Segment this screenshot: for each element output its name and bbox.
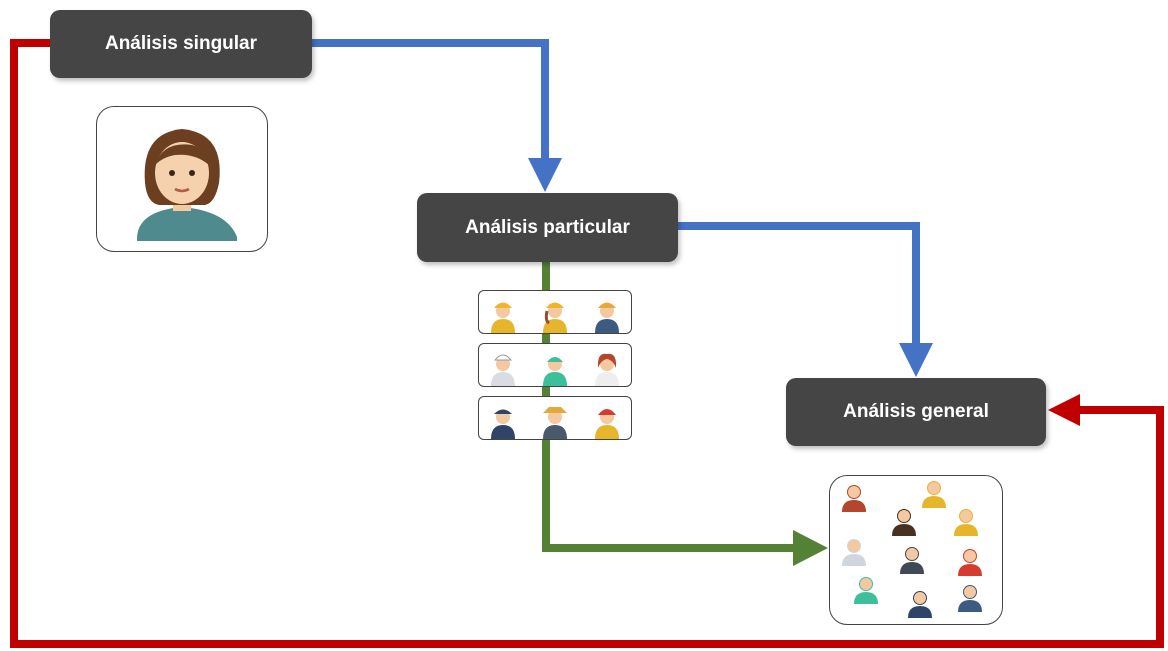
node-label-particular: Análisis particular <box>465 216 630 238</box>
firefighter-icon <box>595 409 619 439</box>
single-person-card <box>96 106 268 252</box>
profession-row-1-icons <box>491 302 619 333</box>
farmer-icon <box>543 407 567 439</box>
police-officer-icon <box>491 409 515 439</box>
worker-helmet-icon <box>491 302 515 333</box>
group-people-card <box>829 475 1003 625</box>
profession-row-2-icons <box>491 353 619 386</box>
woman-avatar-icon <box>137 129 237 241</box>
blue-arrow-particular-to-general <box>678 222 920 345</box>
surgeon-icon <box>543 357 567 386</box>
profession-strip-2 <box>478 343 632 387</box>
node-label-singular: Análisis singular <box>104 33 258 54</box>
woman-doctor-icon <box>595 353 619 386</box>
node-label-general: Análisis general <box>843 401 989 422</box>
chef-icon <box>491 354 515 386</box>
node-analisis-general: Análisis general <box>786 378 1046 446</box>
red-arrowhead <box>1048 394 1080 426</box>
green-arrowhead <box>793 530 828 566</box>
businessman-icon <box>595 302 619 333</box>
profession-strip-3 <box>478 396 632 440</box>
node-analisis-particular: Análisis particular <box>417 193 678 262</box>
profession-row-3-icons <box>491 407 619 439</box>
red-feedback-arrow <box>10 39 1164 648</box>
blue-arrow-singular-to-particular <box>312 39 549 160</box>
profession-strip-1 <box>478 290 632 334</box>
worker-woman-icon <box>543 302 567 333</box>
node-analisis-singular: Análisis singular <box>50 10 312 78</box>
blue-arrowhead-1 <box>528 158 562 192</box>
mixed-people-group-icon <box>842 481 982 618</box>
blue-arrowhead-2 <box>899 343 933 377</box>
